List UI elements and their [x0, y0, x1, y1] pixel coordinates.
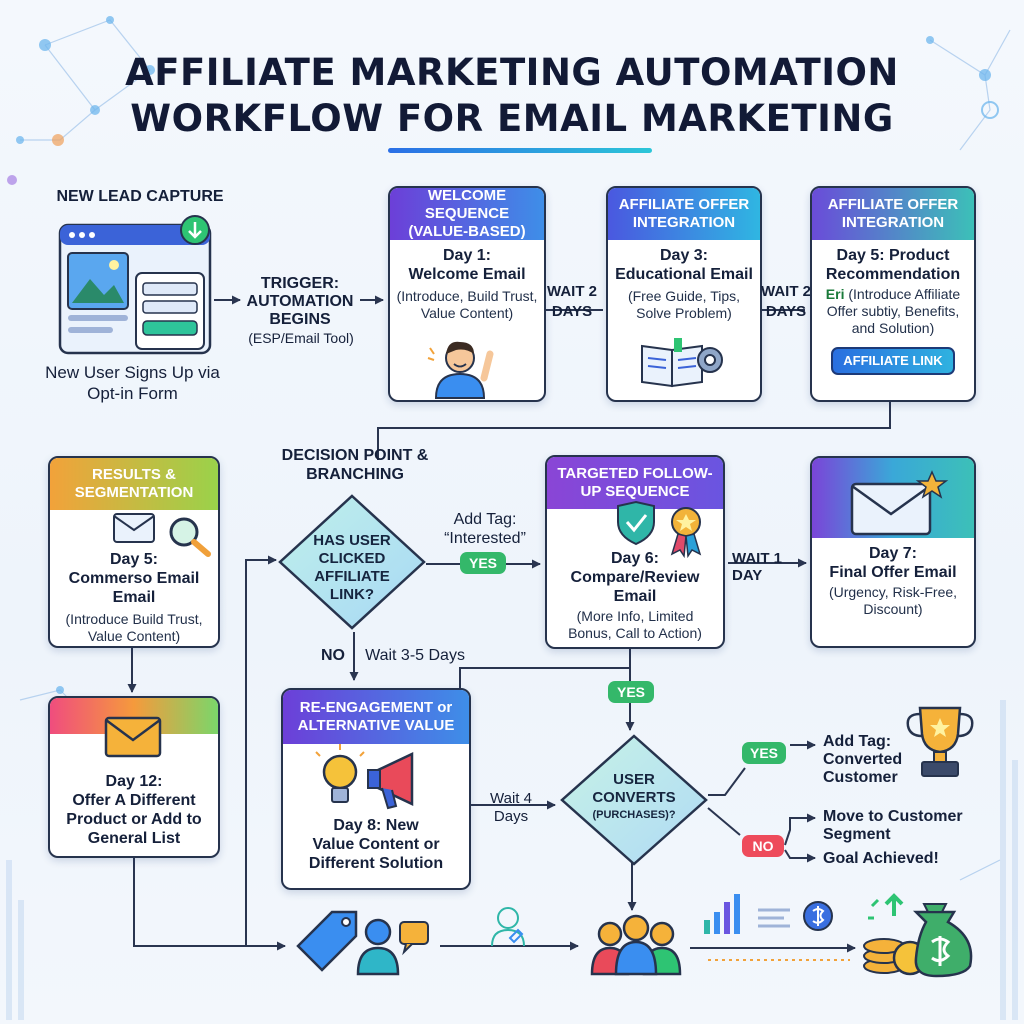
wait-label-4: Wait 4 Days	[490, 790, 532, 825]
converts-no-result-1: Move to Customer Segment	[823, 808, 963, 843]
educational-card-header: AFFILIATE OFFER INTEGRATION	[608, 188, 760, 240]
converts-diamond	[560, 734, 708, 866]
lightbulb-megaphone-icon	[315, 744, 414, 810]
book-gear-icon	[641, 338, 723, 388]
educational-day: Day 3:	[659, 247, 709, 264]
customer-group-icon	[590, 914, 682, 976]
decision-question: HAS USER CLICKED AFFILIATE LINK?	[313, 532, 391, 603]
trigger-tool: (ESP/Email Tool)	[248, 330, 354, 346]
final-offer-title: Final Offer Email	[829, 564, 957, 581]
email-search-icon	[113, 513, 211, 557]
educational-title: Educational Email	[615, 266, 753, 283]
converts-yes-result: Add Tag: Converted Customer	[823, 733, 903, 786]
decision-no-label: NO	[321, 647, 345, 664]
segmentation-detail: (Introduce Build Trust, Value Content)	[65, 611, 203, 644]
title-line-2: WORKFLOW FOR EMAIL MARKETING	[130, 97, 894, 140]
decision-diamond	[278, 494, 426, 630]
welcome-title: Welcome Email	[408, 266, 526, 283]
title-underline	[388, 148, 652, 153]
trophy-icon	[906, 706, 974, 777]
envelope-star-icon	[850, 470, 949, 536]
converts-sub: (PURCHASES)?	[592, 809, 676, 821]
affiliate-link-button[interactable]: AFFILIATE LINK	[831, 347, 955, 375]
recommendation-day: Day 5: Product	[836, 247, 950, 264]
shield-badge-icon	[617, 500, 702, 559]
converts-no-badge: NO	[742, 835, 784, 857]
trigger-label: TRIGGER: AUTOMATION BEGINS	[240, 275, 360, 329]
targeted-detail: (More Info, Limited Bonus, Call to Actio…	[568, 608, 702, 641]
decision-add-tag: Add Tag: “Interested”	[444, 511, 526, 547]
wait-label-2: WAIT 2 DAYS	[760, 283, 811, 320]
decision-yes-badge: YES	[460, 552, 506, 574]
lead-capture-heading: NEW LEAD CAPTURE	[56, 188, 224, 205]
reengagement-title: Value Content or Different Solution	[308, 836, 444, 872]
analytics-icon	[704, 894, 833, 934]
wait-label-3: WAIT 1 DAY	[732, 550, 783, 584]
user-chat-icon	[356, 918, 429, 976]
welcome-detail: (Introduce, Build Trust, Value Content)	[396, 288, 538, 321]
decision-wait-label: Wait 3-5 Days	[365, 647, 465, 664]
trigger-line-1: TRIGGER:	[260, 275, 340, 292]
waving-person-icon	[427, 341, 494, 399]
user-outline-icon	[491, 907, 525, 947]
targeted-day: Day 6:	[610, 550, 660, 567]
recommendation-card-header: AFFILIATE OFFER INTEGRATION	[812, 188, 974, 240]
reengagement-card-header: RE-ENGAGEMENT or ALTERNATIVE VALUE	[283, 690, 469, 744]
day12-offer-card[interactable]: Day 12: Offer A Different Product or Add…	[48, 696, 220, 858]
results-segmentation-card[interactable]: RESULTS & SEGMENTATION Day 5: Commerso E…	[48, 456, 220, 648]
converts-question: USER CONVERTS	[592, 771, 676, 806]
reengagement-day: Day 8: New	[333, 817, 419, 834]
targeted-title: Compare/Review Email	[570, 569, 700, 605]
educational-detail: (Free Guide, Tips, Solve Problem)	[627, 288, 741, 321]
educational-email-card[interactable]: AFFILIATE OFFER INTEGRATION Day 3: Educa…	[606, 186, 762, 402]
wait-label-1: WAIT 2 DAYS	[546, 283, 597, 320]
title-line-1: AFFILIATE MARKETING AUTOMATION	[125, 51, 899, 94]
recommendation-badge: Eri	[825, 286, 845, 302]
converts-no-result-2: Goal Achieved!	[823, 850, 939, 867]
envelope-icon	[104, 716, 162, 758]
day12-title: Offer A Different Product or Add to Gene…	[66, 792, 202, 847]
recommendation-detail: (Introduce Affiliate Offer subtiy, Benef…	[826, 286, 961, 336]
trigger-line-2: AUTOMATION	[246, 293, 354, 310]
welcome-sequence-card[interactable]: WELCOME SEQUENCE (VALUE-BASED) Day 1: We…	[388, 186, 546, 402]
targeted-card-header: TARGETED FOLLOW-UP SEQUENCE	[547, 457, 723, 509]
money-bag-coins-icon	[863, 893, 973, 978]
signup-form-icon	[58, 215, 212, 355]
final-offer-detail: (Urgency, Risk-Free, Discount)	[828, 584, 958, 617]
trigger-line-3: BEGINS	[269, 311, 331, 328]
lead-capture-caption: New User Signs Up via Opt-in Form	[45, 363, 220, 403]
converts-yes-badge: YES	[742, 742, 786, 764]
recommendation-title: Recommendation	[825, 266, 961, 283]
segmentation-title: Commerso Email Email	[68, 570, 200, 606]
segmentation-day: Day 5:	[109, 551, 159, 568]
product-recommendation-card[interactable]: AFFILIATE OFFER INTEGRATION Day 5: Produ…	[810, 186, 976, 402]
segmentation-card-header: RESULTS & SEGMENTATION	[50, 458, 218, 510]
final-offer-day: Day 7:	[868, 545, 918, 562]
welcome-card-header: WELCOME SEQUENCE (VALUE-BASED)	[390, 188, 544, 240]
tag-icon	[296, 910, 358, 972]
page-title: AFFILIATE MARKETING AUTOMATION WORKFLOW …	[60, 50, 964, 142]
day12-day: Day 12:	[105, 773, 163, 790]
welcome-day: Day 1:	[442, 247, 492, 264]
decision-heading: DECISION POINT & BRANCHING	[281, 447, 429, 483]
converts-yes-top-badge: YES	[608, 681, 654, 703]
